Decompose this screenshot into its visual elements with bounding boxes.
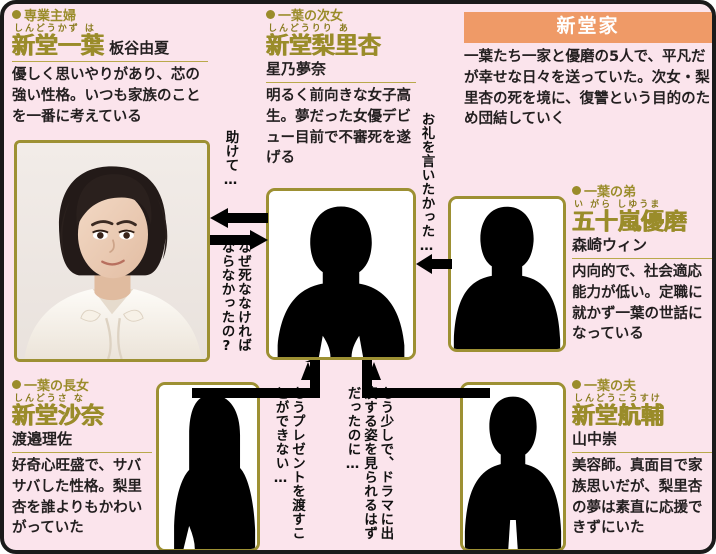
silhouette-riria-image [269,191,413,357]
profile-kosuke: 一葉の夫 しんどうこうすけ 新堂航輔 山中崇 美容師。真面目で家族思いだが、梨里… [572,379,712,539]
connector-label-naze: なぜ死ななければならなかったの? [218,240,251,355]
description-kosuke: 美容師。真面目で家族思いだが、梨里杏の夢は素直に応援できずにいた [572,458,703,537]
silhouette-sana-image [159,385,257,549]
bullet-icon [572,380,581,389]
bullet-icon [12,10,21,19]
connector-label-drama: もう少しで、ドラマに出演する姿を見られるはずだったのに… [344,386,394,540]
profile-role-riria: 一葉の次女 [266,9,416,24]
divider [266,82,416,84]
arrow-left-riria-yuma [416,254,452,274]
description-riria: 明るく前向きな女子高生。夢だった女優デビュー目前で不審死を遂げる [266,88,411,167]
silhouette-kosuke-image [463,385,563,549]
name-row-ichiyo: 新堂一葉 板谷由夏 [12,34,208,58]
character-name-yuma: 五十嵐優磨 [572,209,687,236]
photo-kosuke [460,382,566,550]
bullet-icon [266,10,275,19]
photo-yuma [448,196,566,352]
arrow-up-riria-kosuke [362,360,490,398]
profile-role-kosuke: 一葉の夫 [572,379,712,394]
family-description: 一葉たち一家と優磨の5人で、平凡だが幸せな日々を送っていた。次女・梨里杏の死を境… [464,48,711,128]
divider [572,452,712,454]
bullet-icon [572,186,581,195]
actor-name-riria: 星乃夢奈 [266,60,327,79]
divider [12,452,152,454]
profile-role-ichiyo: 専業主婦 [12,9,208,24]
furigana-sana: しんどうさ な [14,394,85,405]
arrow-right-riria [210,230,268,250]
connector-label-present: もうプレゼントを渡すことができない… [272,386,305,540]
character-name-kosuke: 新堂航輔 [572,403,664,430]
furigana-riria: しんどうりり あ [268,24,350,35]
actor-name-sana: 渡邉理佐 [12,430,73,449]
profile-riria: 一葉の次女 しんどうりり あ 新堂梨里杏 星乃夢奈 明るく前向きな女子高生。夢だ… [266,9,416,169]
profile-role-sana: 一葉の長女 [12,379,152,394]
photo-sana [156,382,260,550]
portrait-photo-ichiyo-image [17,143,207,359]
actor-name-yuma: 森崎ウィン [572,236,648,255]
family-title: 新堂家 [464,12,712,43]
character-name-riria: 新堂梨里杏 [266,33,381,60]
furigana-ichiyo: しんどうかず は [14,24,96,35]
furigana-yuma: い がら しゆうま [574,200,662,211]
bullet-icon [12,380,21,389]
arrow-up-riria-sana [192,360,320,398]
arrow-left-ichiyo [210,208,268,228]
divider [572,258,712,260]
actor-name-ichiyo: 板谷由夏 [109,39,170,58]
description-yuma: 内向的で、社会適応能力が低い。定職に就かず一葉の世話になっている [572,264,703,343]
silhouette-yuma-image [451,199,563,349]
profile-yuma: 一葉の弟 い がら しゆうま 五十嵐優磨 森崎ウィン 内向的で、社会適応能力が低… [572,185,712,345]
furigana-kosuke: しんどうこうすけ [574,394,662,405]
profile-ichiyo: 専業主婦 しんどうかず は 新堂一葉 板谷由夏 優しく思いやりがあり、芯の強い性… [12,9,208,127]
divider [12,61,208,63]
photo-ichiyo [14,140,210,362]
description-sana: 好奇心旺盛で、サバサバした性格。梨里杏を誰よりもかわいがっていた [12,458,143,537]
profile-role-yuma: 一葉の弟 [572,185,712,200]
connector-label-tasukete: 助けて… [222,130,239,189]
actor-name-kosuke: 山中崇 [572,430,618,449]
description-ichiyo: 優しく思いやりがあり、芯の強い性格。いつも家族のことを一番に考えている [12,67,201,125]
connector-label-orei: お礼を言いたかった… [418,112,435,255]
character-name-ichiyo: 新堂一葉 [12,33,104,60]
photo-riria [266,188,416,360]
profile-sana: 一葉の長女 しんどうさ な 新堂沙奈 渡邉理佐 好奇心旺盛で、サバサバした性格。… [12,379,152,539]
character-name-sana: 新堂沙奈 [12,403,104,430]
family-info-box: 新堂家 一葉たち一家と優磨の5人で、平凡だが幸せな日々を送っていた。次女・梨里杏… [464,12,712,130]
